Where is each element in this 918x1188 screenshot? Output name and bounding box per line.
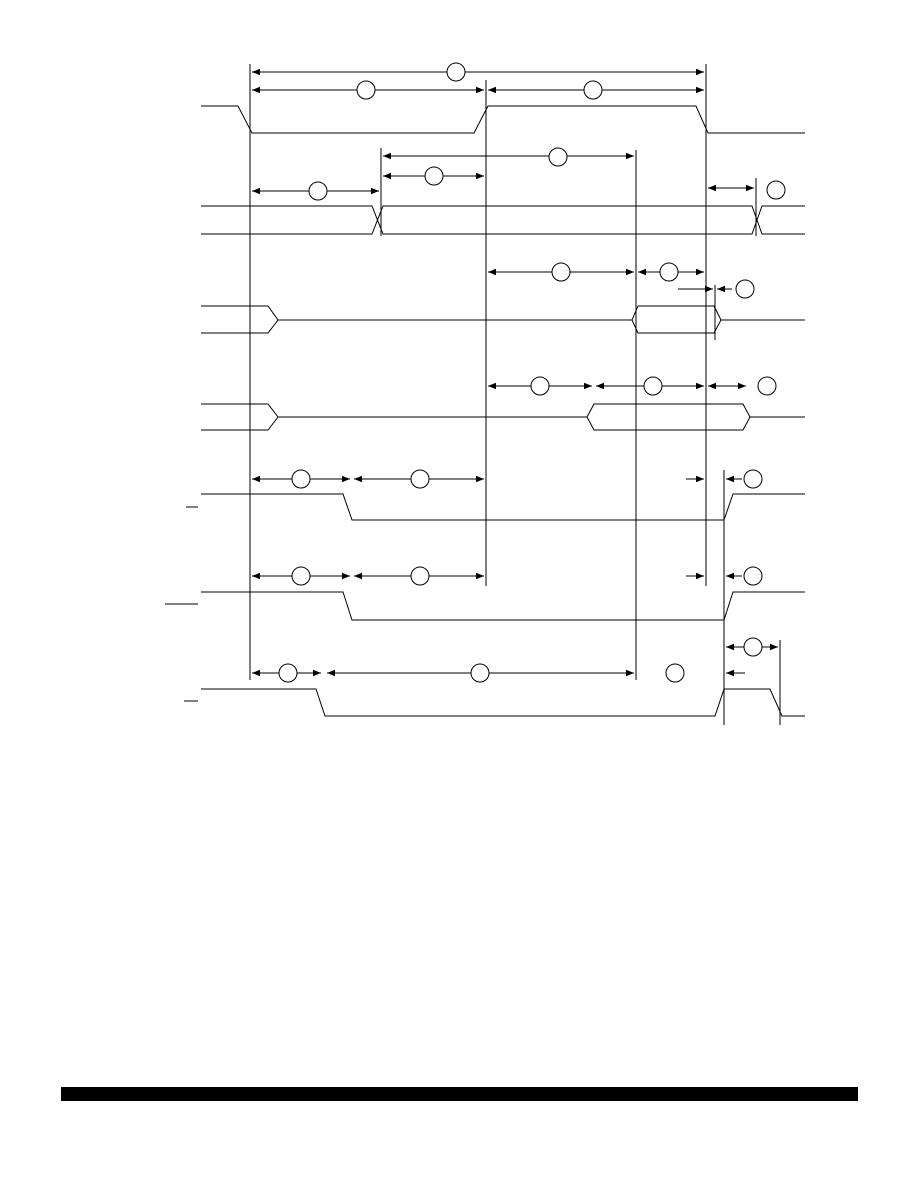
waveform-6: [201, 591, 805, 621]
waveform-3: [201, 305, 805, 334]
callout-circle: [735, 279, 755, 299]
reference-lines: [249, 64, 781, 725]
callout-circle: [356, 80, 376, 100]
timing-arrows: [252, 68, 778, 677]
callouts: [278, 62, 786, 683]
callout-circle: [424, 166, 444, 186]
waveform-1: [201, 105, 805, 134]
callout-circle: [470, 663, 490, 683]
waveform-2-lower: [201, 205, 805, 235]
callout-circle: [757, 376, 777, 396]
callout-circle: [446, 62, 466, 82]
callout-circle: [659, 262, 679, 282]
callout-circle: [410, 469, 430, 489]
callout-circle: [643, 376, 663, 396]
callout-circle: [583, 80, 603, 100]
callout-circle: [291, 469, 311, 489]
callout-circle: [766, 180, 786, 200]
callout-circle: [551, 262, 571, 282]
callout-circle: [530, 376, 550, 396]
waveform-7: [201, 688, 805, 717]
waveform-4: [201, 403, 805, 431]
callout-circle: [743, 566, 763, 586]
callout-circle: [548, 147, 568, 167]
waveforms: [165, 105, 805, 717]
footer-bar: [61, 1087, 858, 1101]
callout-circle: [410, 566, 430, 586]
callout-circle: [743, 469, 763, 489]
callout-circle: [291, 566, 311, 586]
callout-circle: [665, 663, 685, 683]
waveform-5: [201, 493, 805, 521]
callout-circle: [278, 663, 298, 683]
callout-circle: [743, 637, 763, 657]
callout-circle: [308, 181, 328, 201]
waveform-2-upper: [201, 205, 805, 235]
